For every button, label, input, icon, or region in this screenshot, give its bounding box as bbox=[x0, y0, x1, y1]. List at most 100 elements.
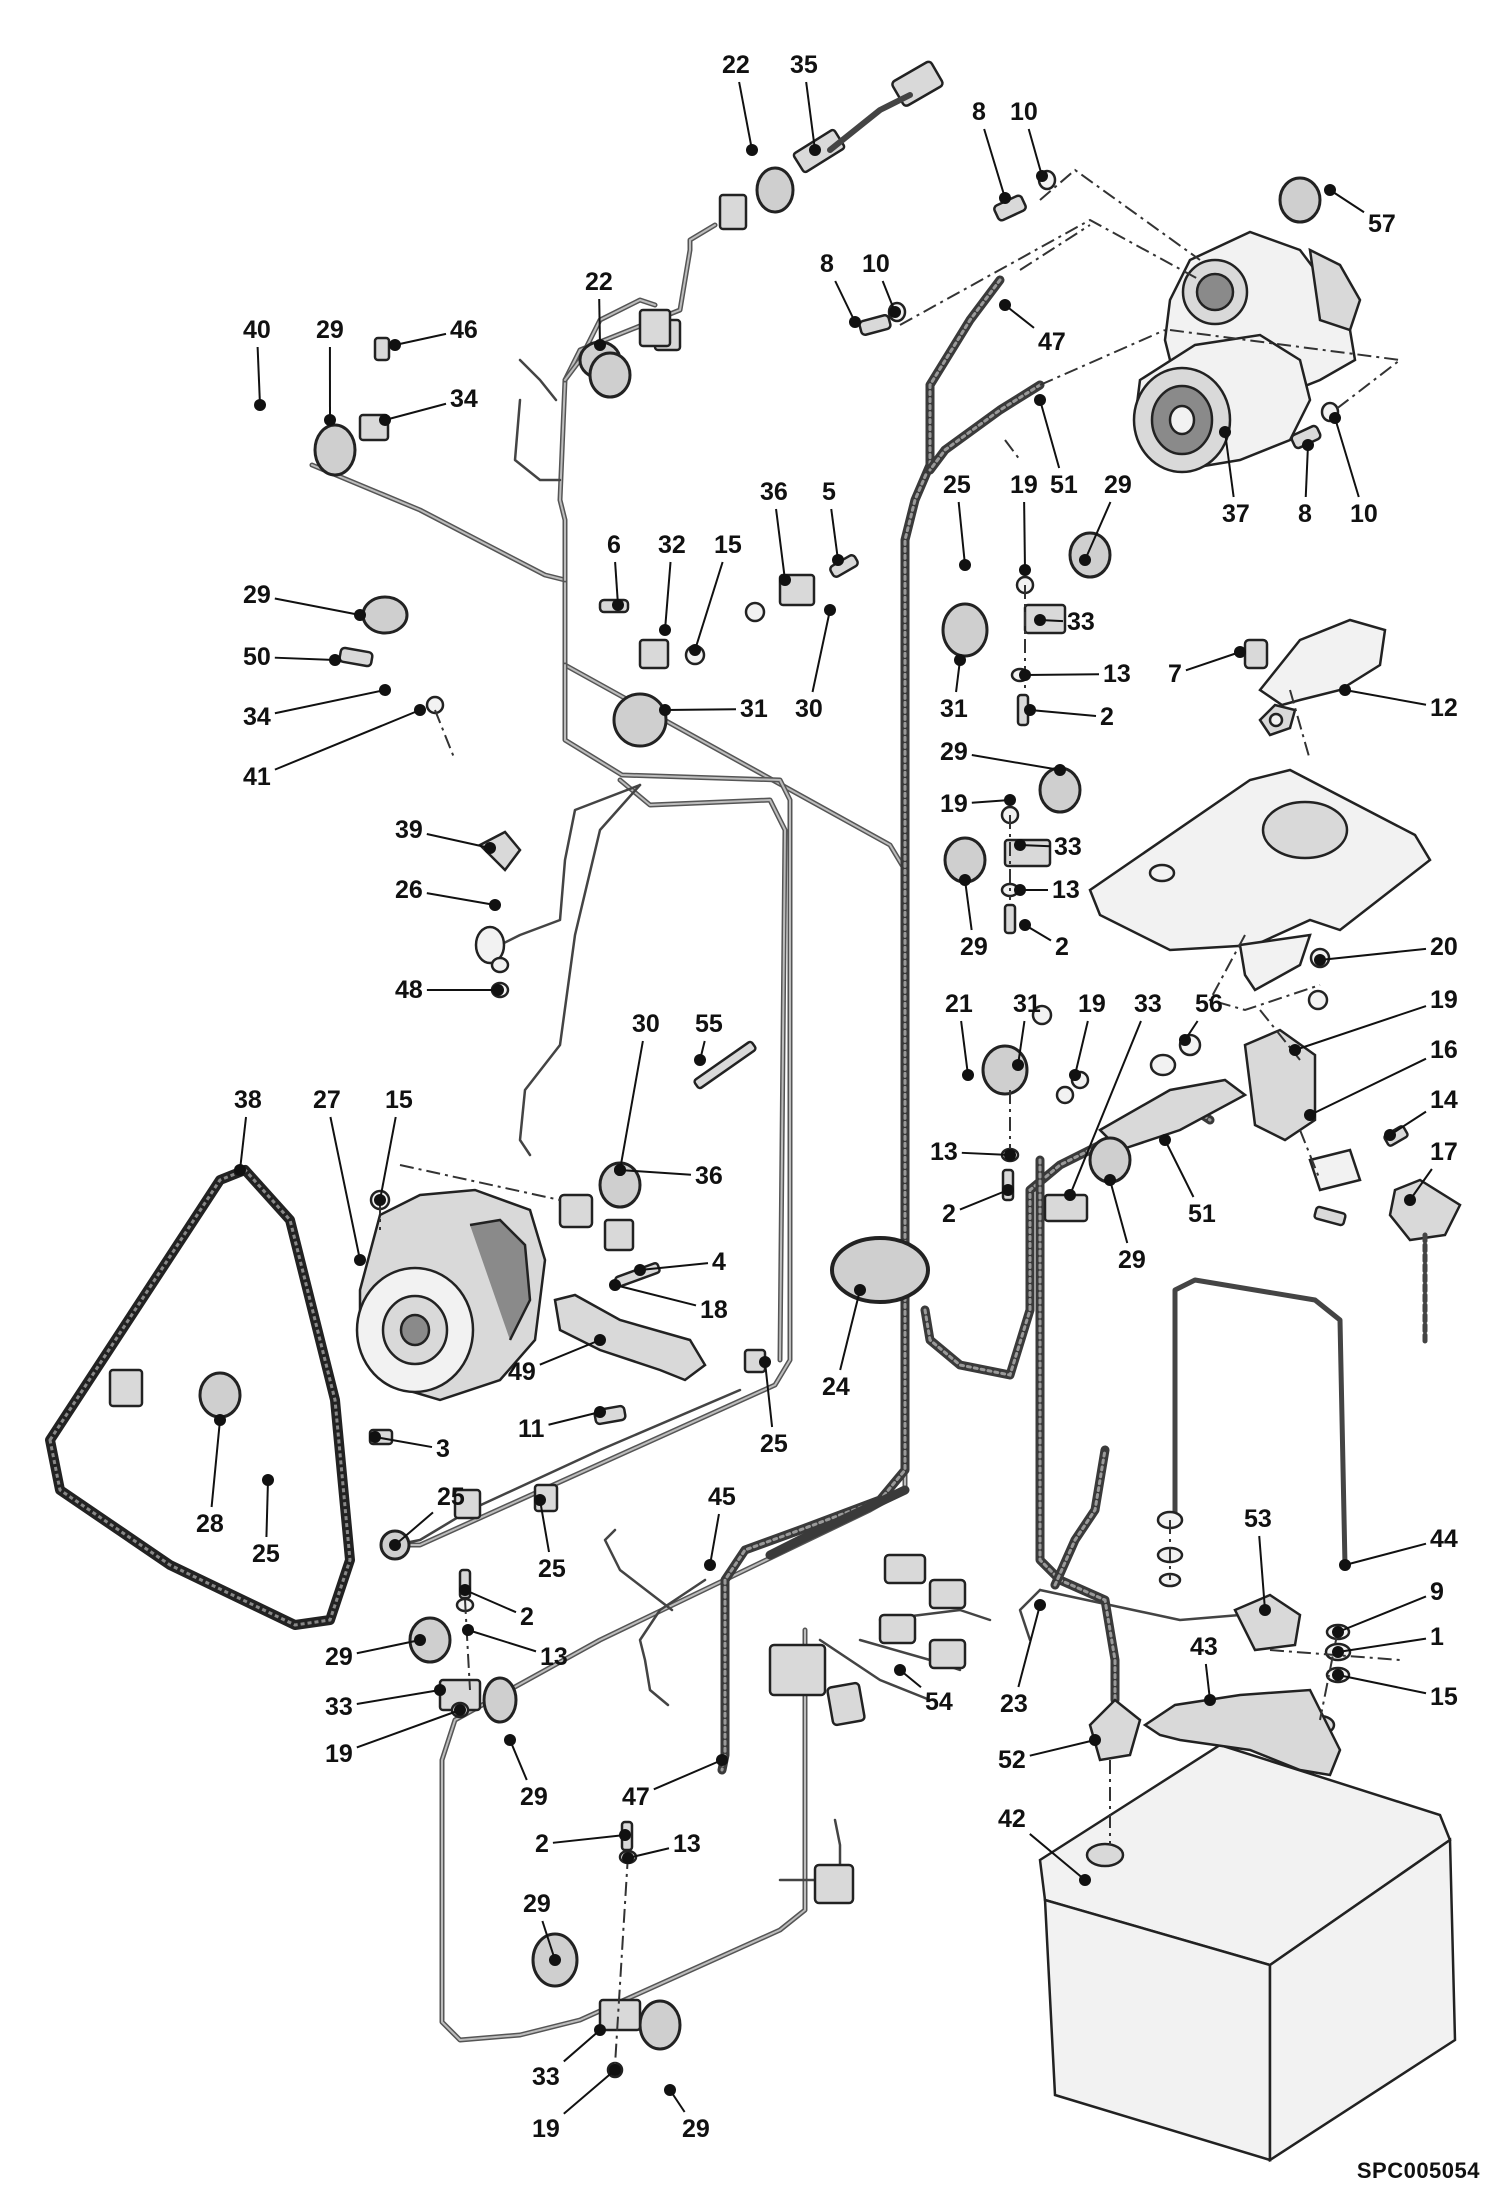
leader-dot bbox=[1069, 1069, 1081, 1081]
callout-29b: 29 bbox=[1104, 471, 1132, 499]
parts-artwork bbox=[45, 60, 1462, 2163]
leader-line bbox=[274, 689, 386, 715]
leader-line bbox=[709, 1513, 720, 1566]
leader-dot bbox=[832, 554, 844, 566]
leader-dot bbox=[534, 1494, 546, 1506]
leader-line bbox=[210, 1419, 221, 1508]
cable-bracket bbox=[1097, 1078, 1248, 1152]
callout-20: 20 bbox=[1430, 933, 1458, 961]
leader-line bbox=[1344, 1542, 1427, 1566]
leader-line bbox=[1204, 1663, 1211, 1701]
leader-dot bbox=[434, 1684, 446, 1696]
leader-line bbox=[552, 1834, 626, 1844]
callout-33b: 33 bbox=[1054, 833, 1082, 861]
leader-dot bbox=[634, 1264, 646, 1276]
leader-dot bbox=[1259, 1604, 1271, 1616]
callout-5: 5 bbox=[822, 478, 836, 506]
leader-line bbox=[971, 799, 1011, 804]
battery-hold-down bbox=[1142, 1277, 1348, 1777]
callout-18: 18 bbox=[700, 1296, 728, 1324]
leader-dot bbox=[1014, 839, 1026, 851]
leader-line bbox=[619, 1169, 692, 1176]
callout-14: 14 bbox=[1430, 1086, 1458, 1114]
callout-23: 23 bbox=[1000, 1690, 1028, 1718]
leader-dot bbox=[1014, 884, 1026, 896]
leader-line bbox=[1294, 1005, 1427, 1051]
callout-2c: 2 bbox=[942, 1200, 956, 1228]
leader-line bbox=[394, 332, 447, 346]
callout-47a: 47 bbox=[1038, 328, 1066, 356]
leader-dot bbox=[1332, 1669, 1344, 1681]
leader-dot bbox=[1404, 1194, 1416, 1206]
callout-29a: 29 bbox=[316, 316, 344, 344]
leader-dot bbox=[459, 1584, 471, 1596]
leader-dot bbox=[1054, 764, 1066, 776]
leader-line bbox=[1337, 1637, 1427, 1653]
leader-line bbox=[256, 346, 261, 406]
callout-29h: 29 bbox=[520, 1783, 548, 1811]
leader-line bbox=[1389, 1110, 1427, 1136]
leader-dot bbox=[262, 1474, 274, 1486]
callout-49: 49 bbox=[508, 1358, 536, 1386]
callout-31a: 31 bbox=[740, 695, 768, 723]
leader-line bbox=[957, 501, 966, 566]
leader-line bbox=[379, 1116, 397, 1201]
leader-dot bbox=[809, 144, 821, 156]
leader-dot bbox=[1079, 554, 1091, 566]
leader-line bbox=[971, 754, 1061, 771]
callout-54: 54 bbox=[925, 1688, 953, 1716]
leader-line bbox=[1319, 947, 1427, 961]
callout-33c: 33 bbox=[1134, 990, 1162, 1018]
callout-25a: 25 bbox=[943, 471, 971, 499]
leader-line bbox=[1084, 501, 1112, 561]
leader-line bbox=[1029, 709, 1097, 717]
callout-8a: 8 bbox=[972, 98, 986, 126]
callout-13b: 13 bbox=[1052, 876, 1080, 904]
callout-33a: 33 bbox=[1067, 608, 1095, 636]
callout-13c: 13 bbox=[930, 1138, 958, 1166]
leader-dot bbox=[234, 1164, 246, 1176]
leader-line bbox=[426, 832, 491, 849]
callout-19d: 19 bbox=[1078, 990, 1106, 1018]
callout-13a: 13 bbox=[1103, 660, 1131, 688]
leader-line bbox=[1017, 1604, 1041, 1688]
misc-connectors bbox=[653, 60, 967, 1905]
callout-37: 37 bbox=[1222, 500, 1250, 528]
leader-dot bbox=[414, 704, 426, 716]
leader-dot bbox=[389, 1539, 401, 1551]
leader-dot bbox=[1034, 1599, 1046, 1611]
leader-line bbox=[274, 597, 361, 616]
leader-dot bbox=[594, 1334, 606, 1346]
leader-line bbox=[384, 402, 447, 421]
leader-dot bbox=[379, 414, 391, 426]
leader-dot bbox=[894, 1664, 906, 1676]
callout-26: 26 bbox=[395, 876, 423, 904]
callout-21: 21 bbox=[945, 990, 973, 1018]
leader-dot bbox=[1332, 1626, 1344, 1638]
alternator bbox=[355, 1188, 594, 1402]
leader-dot bbox=[594, 1406, 606, 1418]
leader-line bbox=[467, 1629, 537, 1653]
leader-line bbox=[563, 2069, 616, 2115]
leader-line bbox=[664, 561, 672, 631]
callout-42: 42 bbox=[998, 1805, 1026, 1833]
leader-line bbox=[834, 280, 856, 323]
leader-line bbox=[356, 1639, 421, 1655]
callout-52: 52 bbox=[998, 1746, 1026, 1774]
leader-dot bbox=[1289, 1044, 1301, 1056]
callout-8c: 8 bbox=[1298, 500, 1312, 528]
leader-dot bbox=[414, 1634, 426, 1646]
callout-19c: 19 bbox=[1430, 986, 1458, 1014]
leader-line bbox=[961, 1151, 1011, 1156]
callout-1: 1 bbox=[1430, 1623, 1444, 1651]
terminal-block bbox=[1243, 1028, 1462, 1348]
leader-line bbox=[664, 708, 737, 711]
leader-dot bbox=[1002, 1184, 1014, 1196]
leader-dot bbox=[622, 1852, 634, 1864]
callout-38: 38 bbox=[234, 1086, 262, 1114]
leader-line bbox=[1069, 1020, 1142, 1196]
leader-line bbox=[694, 561, 724, 651]
leader-dot bbox=[1314, 954, 1326, 966]
leader-line bbox=[627, 1847, 670, 1859]
leader-dot bbox=[779, 574, 791, 586]
